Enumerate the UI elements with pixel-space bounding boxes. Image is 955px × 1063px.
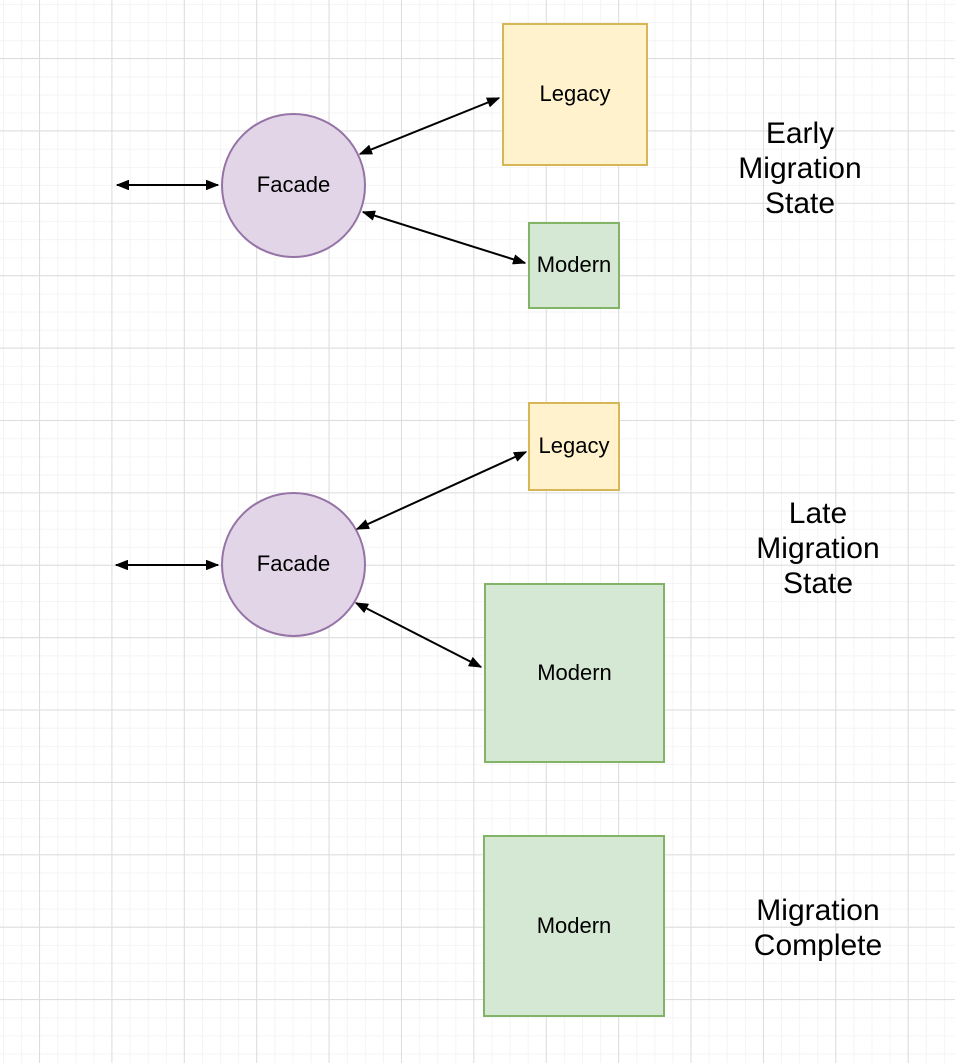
caption-migration-complete: Migration Complete [753, 894, 883, 962]
arrow-facade-legacy-late [357, 451, 526, 530]
facade-node-label: Facade [256, 172, 331, 198]
arrow-facade-modern-late [356, 602, 481, 668]
legacy-node-late: Legacy [528, 402, 620, 491]
modern-node-complete: Modern [483, 835, 665, 1017]
caption-early-migration-state: Early Migration State [738, 117, 862, 220]
facade-node-label: Facade [256, 551, 331, 577]
modern-node-label: Modern [536, 912, 612, 938]
modern-node-early: Modern [528, 222, 620, 309]
facade-node-early: Facade [221, 113, 366, 258]
legacy-node-label: Legacy [539, 81, 611, 107]
facade-node-late: Facade [221, 492, 366, 637]
arrow-facade-legacy-early [360, 97, 499, 155]
legacy-node-label: Legacy [538, 433, 610, 459]
arrow-facade-modern-early [363, 212, 525, 263]
legacy-node-early: Legacy [502, 23, 648, 166]
caption-late-migration-state: Late Migration State [756, 497, 880, 600]
modern-node-label: Modern [536, 252, 612, 278]
modern-node-label: Modern [537, 659, 612, 685]
modern-node-late: Modern [484, 583, 665, 763]
